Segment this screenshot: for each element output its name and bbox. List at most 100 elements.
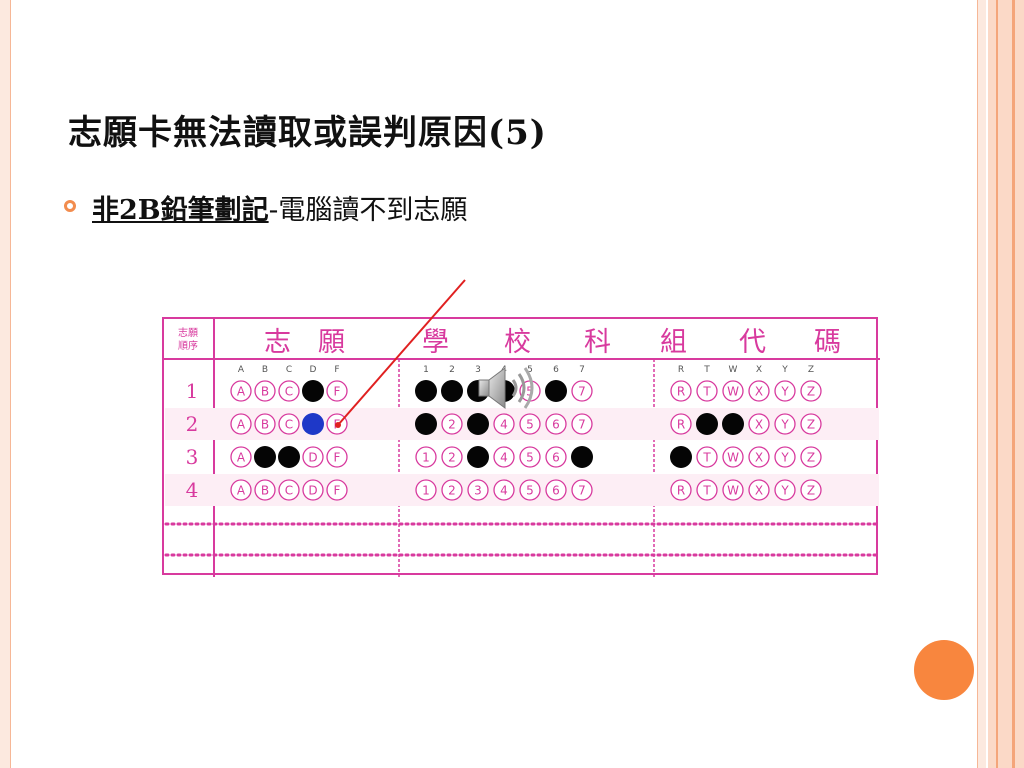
empty-bubble (722, 380, 744, 402)
empty-bubble (493, 413, 515, 435)
column-letter-label: T (703, 365, 710, 375)
empty-bubble (230, 380, 252, 402)
bubble-label: 5 (526, 484, 534, 498)
bubble-label: R (677, 484, 685, 498)
row-number: 4 (186, 478, 199, 502)
right-frame-line (996, 0, 998, 768)
bubble-label: B (261, 484, 269, 498)
empty-bubble (748, 446, 770, 468)
bubble-label: X (755, 484, 763, 498)
filled-bubble (302, 380, 324, 402)
column-letter-label: A (238, 365, 245, 375)
empty-bubble (800, 446, 822, 468)
header-school-char: 科 (584, 327, 611, 358)
header-code-char: 代 (739, 327, 766, 358)
bubble-label: 5 (526, 385, 534, 399)
empty-bubble (278, 479, 300, 501)
order-label-top: 志願 (178, 326, 198, 339)
column-letter-label: Y (781, 365, 788, 375)
empty-bubble (774, 380, 796, 402)
empty-bubble (230, 479, 252, 501)
bubble-label: 6 (552, 418, 560, 432)
empty-bubble (278, 413, 300, 435)
column-number-label: 5 (527, 365, 533, 375)
bubble-label: R (677, 385, 685, 399)
bubble-label: Y (780, 484, 789, 498)
bubble-label: 2 (448, 418, 456, 432)
bullet-text: 非2B鉛筆劃記-電腦讀不到志願 (92, 188, 467, 227)
bubble-label: 2 (448, 484, 456, 498)
empty-bubble (571, 380, 593, 402)
bubble-label: R (677, 418, 685, 432)
column-number-label: 1 (423, 365, 429, 375)
empty-bubble (722, 479, 744, 501)
empty-bubble (774, 413, 796, 435)
bubble-label: C (285, 418, 293, 432)
right-frame-line (1012, 0, 1015, 768)
decorative-orange-circle (914, 640, 974, 700)
speaker-icon[interactable] (475, 362, 545, 414)
empty-bubble (493, 446, 515, 468)
empty-bubble (302, 479, 324, 501)
right-frame-border (977, 0, 986, 768)
slide-title: 志願卡無法讀取或誤判原因(5) (68, 113, 547, 153)
empty-bubble (254, 413, 276, 435)
empty-bubble (800, 413, 822, 435)
filled-bubble (254, 446, 276, 468)
bullet-emphasis: 非2B鉛筆劃記 (92, 195, 269, 226)
bubble-label: 2 (448, 451, 456, 465)
bubble-label: X (755, 385, 763, 399)
empty-bubble (748, 413, 770, 435)
bubble-label: Z (807, 484, 815, 498)
bubble-label: C (285, 484, 293, 498)
empty-bubble (571, 479, 593, 501)
empty-bubble (748, 479, 770, 501)
column-letter-label: W (729, 365, 738, 375)
bubble-label: F (334, 484, 341, 498)
blue-bubble (302, 413, 324, 435)
row-number: 3 (186, 445, 199, 469)
column-letter-label: F (334, 365, 339, 375)
empty-bubble (278, 380, 300, 402)
empty-bubble (326, 479, 348, 501)
bullet-rest: -電腦讀不到志願 (268, 195, 468, 226)
empty-bubble (230, 446, 252, 468)
bubble-label: D (308, 451, 317, 465)
bubble-label: D (308, 484, 317, 498)
filled-bubble (722, 413, 744, 435)
column-number-label: 6 (553, 365, 559, 375)
empty-bubble (696, 446, 718, 468)
empty-bubble (800, 479, 822, 501)
empty-bubble (774, 479, 796, 501)
header-zhiyuan: 志 願 (264, 327, 345, 358)
empty-bubble (493, 479, 515, 501)
bubble-label: F (334, 385, 341, 399)
empty-bubble (230, 413, 252, 435)
header-code-char: 碼 (814, 327, 841, 358)
bubble-label: W (727, 385, 739, 399)
empty-bubble (441, 479, 463, 501)
row-number: 2 (186, 412, 199, 436)
bubble-label: X (755, 451, 763, 465)
bubble-label: B (261, 418, 269, 432)
bubble-label: T (702, 484, 711, 498)
empty-bubble (326, 446, 348, 468)
empty-bubble (545, 479, 567, 501)
bubble-label: 6 (552, 484, 560, 498)
column-letter-label: Z (808, 365, 814, 375)
filled-bubble (415, 413, 437, 435)
header-school-char: 學 (422, 327, 449, 358)
bubble-label: 1 (422, 451, 430, 465)
empty-bubble (545, 413, 567, 435)
bubble-label: F (334, 418, 341, 432)
empty-bubble (519, 479, 541, 501)
filled-bubble (545, 380, 567, 402)
bubble-label: B (261, 385, 269, 399)
bubble-label: F (334, 451, 341, 465)
bubble-label: X (755, 418, 763, 432)
column-letter-label: D (310, 365, 317, 375)
empty-bubble (571, 413, 593, 435)
empty-bubble (670, 413, 692, 435)
bubble-label: Z (807, 451, 815, 465)
